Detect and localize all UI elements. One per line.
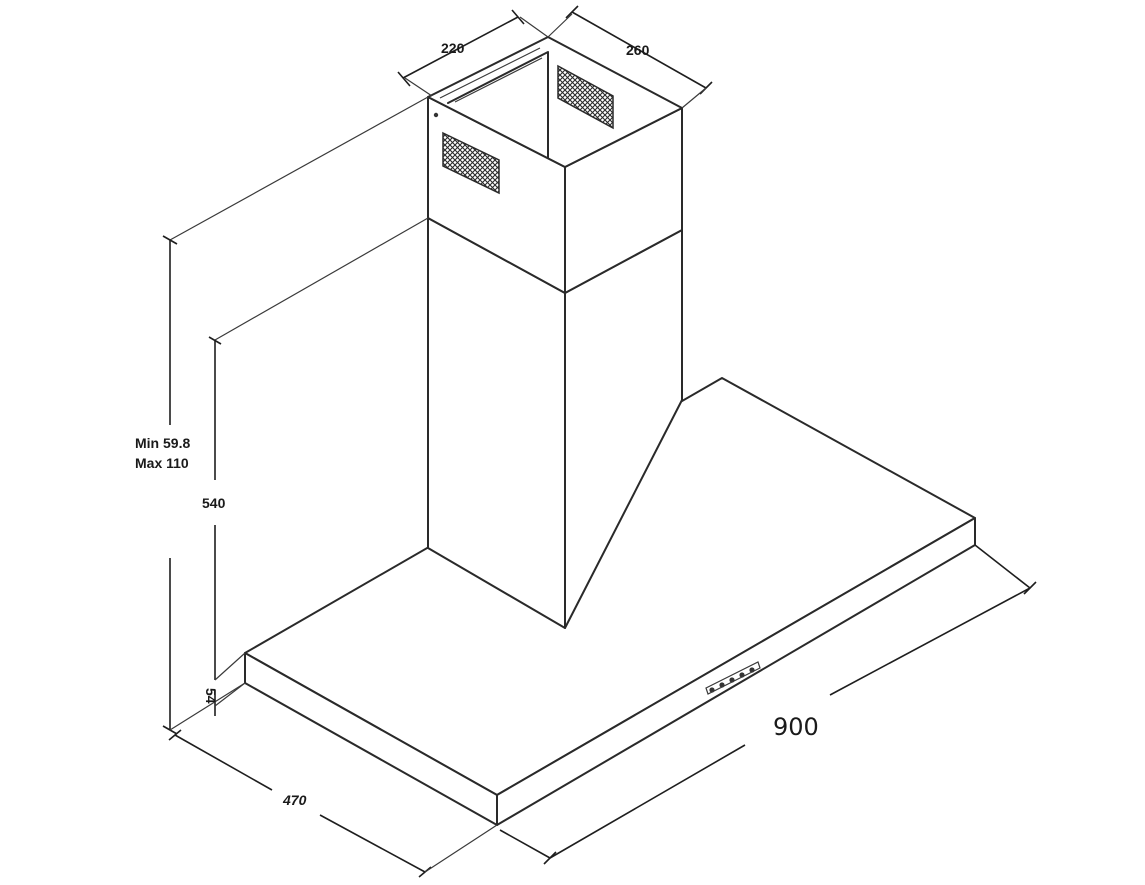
control-buttons [705,661,761,695]
dim-label-depth: 470 [282,792,307,808]
canopy [244,377,976,826]
dim-label-width: 900 [773,713,819,741]
upper-chimney [0,0,683,294]
dim-label-canopy-height: 54 [203,688,219,704]
lower-chimney [427,217,683,629]
dim-label-chimney-width: 220 [441,40,465,56]
dim-label-height-max: Max 110 [135,455,189,471]
vent-grille-left [0,0,1,1]
dim-label-chimney-depth: 260 [626,42,650,58]
dim-label-chimney-height: 540 [202,495,226,511]
dimension-lines [162,5,1037,878]
dim-label-height-min: Min 59.8 [135,435,190,451]
